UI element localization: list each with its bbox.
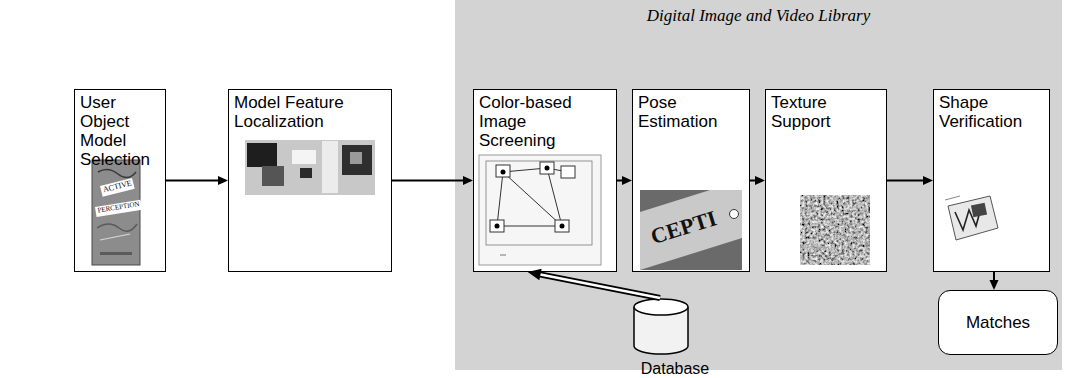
flow-arrow: [166, 176, 228, 185]
graph-node: [561, 166, 575, 178]
graph-dot: [545, 166, 550, 171]
graph-node: [490, 220, 504, 232]
node-label: Texture Support: [771, 93, 866, 131]
feature-region: [247, 143, 277, 167]
feature-region: [300, 168, 312, 178]
feature-regions: [245, 140, 375, 195]
graph-edge: [497, 226, 562, 227]
arrow-head: [218, 176, 228, 185]
pose-point: [730, 210, 739, 219]
book-stroke: [100, 234, 130, 240]
feature-region: [322, 141, 338, 193]
node-label: User Object Model Selection: [80, 93, 160, 169]
graph-node: [540, 162, 554, 174]
feature-region: [262, 166, 284, 186]
node-label: Shape Verification: [939, 93, 1039, 131]
arrow-line: [166, 180, 220, 182]
graph-dot: [501, 170, 506, 175]
feature-region: [342, 145, 372, 175]
cylinder-outline: [632, 298, 692, 356]
node-label: Color-based Image Screening: [479, 93, 589, 150]
shape-block: [971, 203, 987, 218]
feature-region: [292, 150, 316, 164]
node-label: Database: [641, 360, 710, 378]
feature-ground: [245, 140, 375, 195]
book-squiggle: [98, 169, 136, 177]
node-label: Pose Estimation: [638, 93, 733, 131]
graph-frame: [479, 155, 601, 265]
graph-node: [496, 165, 510, 177]
photo-band: [640, 190, 742, 270]
database-cylinder: Database: [625, 298, 725, 378]
node-label: Matches: [966, 313, 1030, 332]
book-author-line: [100, 252, 132, 255]
feature-region: [350, 152, 362, 164]
graph-edge: [503, 172, 562, 226]
graph-dot: [495, 224, 500, 229]
graph-frame: [486, 161, 592, 245]
cylinder-top: [634, 299, 688, 315]
result-box: Matches: [938, 290, 1058, 355]
graph-edge: [547, 168, 562, 226]
arrow-line: [887, 180, 925, 182]
process-box: Shape Verification: [933, 89, 1050, 272]
graph-tick: [500, 255, 506, 256]
texture-patch: [800, 195, 870, 265]
band-heading: Digital Image and Video Library: [455, 0, 1062, 26]
graph-dot: [560, 224, 565, 229]
region-graph: [479, 155, 601, 265]
graph-edge: [497, 172, 503, 226]
pose-photo: [640, 190, 742, 270]
book-squiggle: [97, 224, 137, 231]
node-label: Model Feature Localization: [234, 93, 384, 131]
arrow-line: [392, 180, 465, 182]
graph-node: [555, 220, 569, 232]
